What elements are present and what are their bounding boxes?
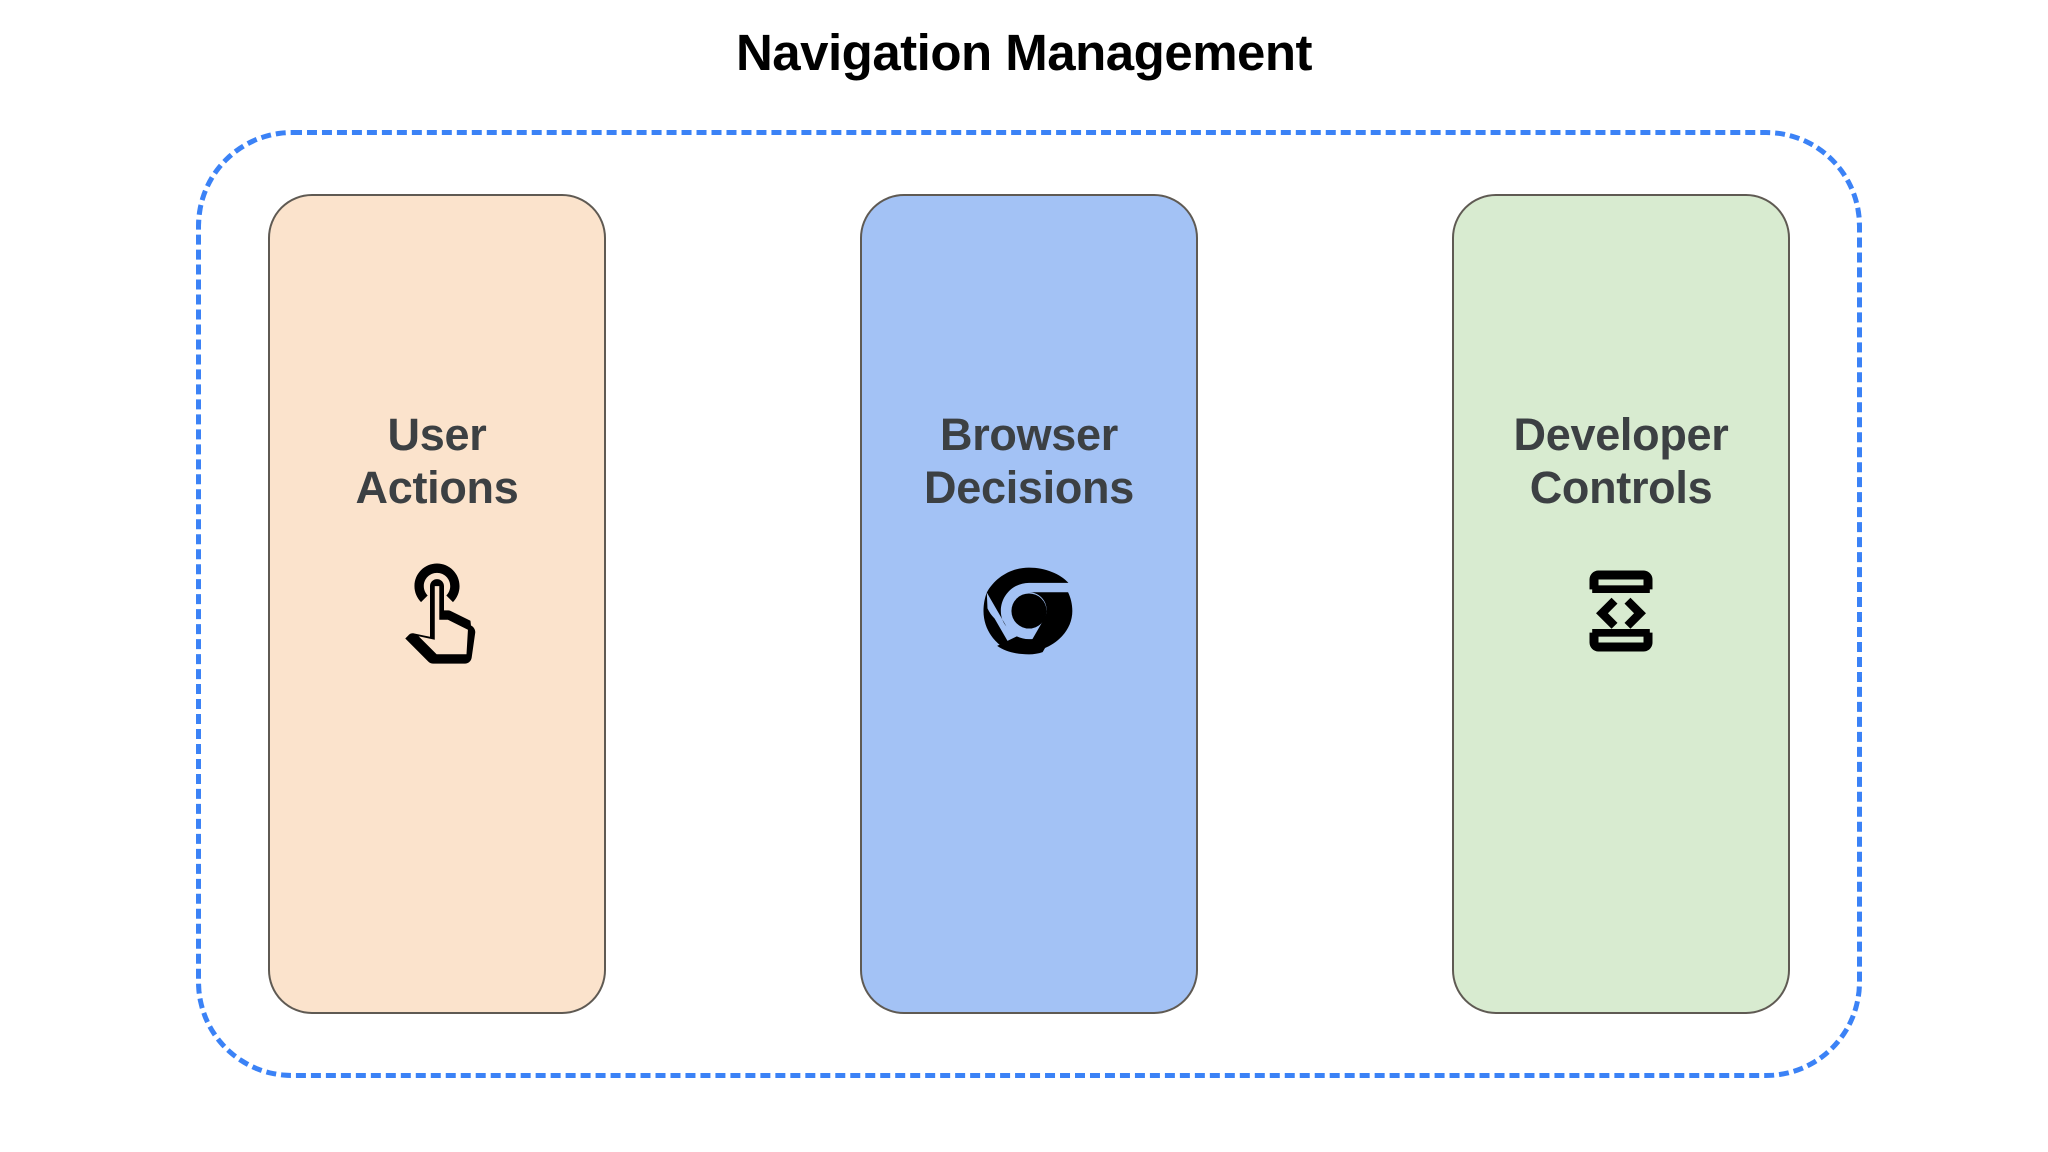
- card-content: Browser Decisions: [862, 408, 1196, 670]
- card-label-user-actions: User Actions: [355, 409, 519, 514]
- card-content: Developer Controls: [1454, 408, 1788, 670]
- card-label-browser-decisions: Browser Decisions: [924, 409, 1134, 514]
- card-browser-decisions[interactable]: Browser Decisions: [860, 194, 1198, 1014]
- card-label-developer-controls: Developer Controls: [1513, 409, 1729, 514]
- page-title: Navigation Management: [735, 24, 1313, 81]
- chrome-logo-icon: [970, 552, 1088, 670]
- dashed-group-container: [196, 130, 1862, 1078]
- developer-mode-icon: [1562, 552, 1680, 670]
- card-developer-controls[interactable]: Developer Controls: [1452, 194, 1790, 1014]
- card-user-actions[interactable]: User Actions: [268, 194, 606, 1014]
- cards-row: User Actions Browser Decisions: [196, 130, 1862, 1078]
- touch-app-icon: [378, 552, 496, 670]
- card-content: User Actions: [270, 408, 604, 670]
